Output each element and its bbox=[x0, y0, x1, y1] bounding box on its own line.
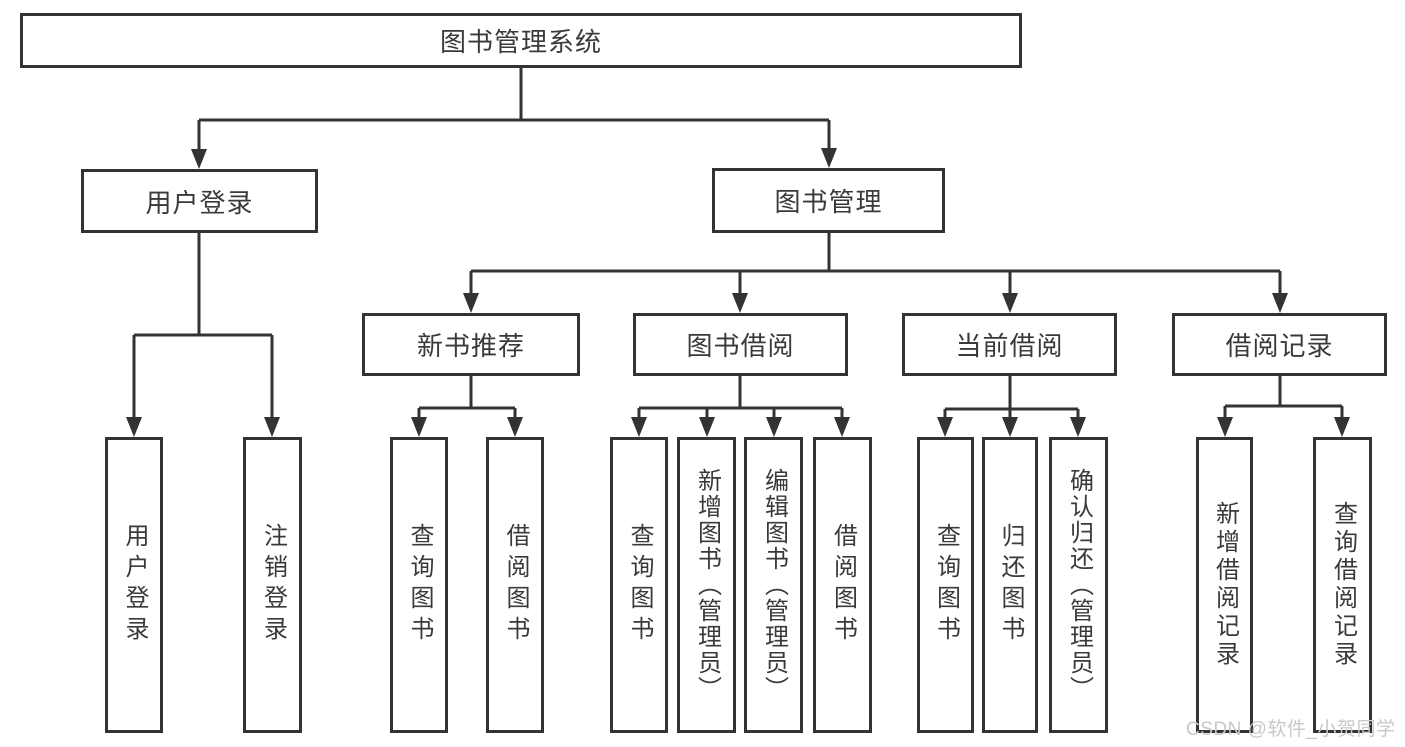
node-borrow-record-label: 借阅记录 bbox=[1225, 331, 1334, 361]
node-user-login-label: 用户登录 bbox=[145, 187, 254, 218]
leaf-query-borrow-record: 查询借阅记录 bbox=[1313, 437, 1372, 733]
node-user-login: 用户登录 bbox=[81, 169, 318, 233]
node-new-book-recommend-label: 新书推荐 bbox=[416, 331, 525, 361]
connector-new-book-to-leaves bbox=[411, 376, 523, 437]
leaf-borrow-query-book: 查询图书 bbox=[610, 437, 668, 733]
node-new-book-recommend: 新书推荐 bbox=[362, 313, 580, 376]
leaf-borrow-book-label: 借阅图书 bbox=[829, 523, 857, 647]
leaf-add-borrow-record-label: 新增借阅记录 bbox=[1211, 501, 1239, 669]
leaf-confirm-return-admin: 确认归还（管理员） bbox=[1049, 437, 1108, 733]
leaf-newbook-borrow: 借阅图书 bbox=[486, 437, 544, 733]
leaf-logout: 注销登录 bbox=[243, 437, 302, 733]
leaf-user-login-label: 用户登录 bbox=[121, 523, 148, 647]
connector-book-mgmt-to-level3 bbox=[463, 233, 1288, 313]
node-current-borrow-label: 当前借阅 bbox=[955, 331, 1064, 361]
node-book-management: 图书管理 bbox=[712, 168, 945, 233]
leaf-return-book-label: 归还图书 bbox=[997, 523, 1024, 647]
leaf-edit-book-admin: 编辑图书（管理员） bbox=[744, 437, 803, 733]
node-root-system: 图书管理系统 bbox=[20, 13, 1022, 68]
node-book-management-label: 图书管理 bbox=[774, 187, 883, 217]
leaf-edit-book-admin-label: 编辑图书（管理员） bbox=[760, 468, 788, 702]
leaf-add-book-admin-label: 新增图书（管理员） bbox=[693, 468, 721, 702]
leaf-return-book: 归还图书 bbox=[982, 437, 1038, 733]
csdn-watermark: CSDN @软件_小贺同学 bbox=[1186, 719, 1396, 740]
leaf-query-borrow-record-label: 查询借阅记录 bbox=[1329, 501, 1357, 669]
node-book-borrow-label: 图书借阅 bbox=[686, 331, 795, 361]
node-root-system-label: 图书管理系统 bbox=[439, 27, 602, 57]
node-current-borrow: 当前借阅 bbox=[902, 313, 1117, 376]
leaf-current-query-book: 查询图书 bbox=[917, 437, 974, 733]
leaf-add-borrow-record: 新增借阅记录 bbox=[1196, 437, 1253, 733]
connector-user-login-to-leaves bbox=[126, 233, 280, 437]
connector-book-borrow-to-leaves bbox=[631, 376, 850, 437]
leaf-borrow-query-book-label: 查询图书 bbox=[626, 523, 653, 647]
node-borrow-record: 借阅记录 bbox=[1172, 313, 1387, 376]
connector-borrow-record-to-leaves bbox=[1217, 376, 1350, 437]
leaf-current-query-book-label: 查询图书 bbox=[932, 523, 960, 647]
node-book-borrow: 图书借阅 bbox=[633, 313, 848, 376]
leaf-confirm-return-admin-label: 确认归还（管理员） bbox=[1065, 468, 1093, 702]
leaf-borrow-book: 借阅图书 bbox=[813, 437, 872, 733]
leaf-user-login: 用户登录 bbox=[105, 437, 163, 733]
leaf-newbook-borrow-label: 借阅图书 bbox=[502, 523, 529, 647]
leaf-newbook-query: 查询图书 bbox=[390, 437, 448, 733]
connector-current-borrow-to-leaves bbox=[937, 376, 1086, 437]
leaf-logout-label: 注销登录 bbox=[259, 523, 287, 647]
connector-root-to-level2 bbox=[191, 68, 837, 169]
leaf-add-book-admin: 新增图书（管理员） bbox=[677, 437, 736, 733]
leaf-newbook-query-label: 查询图书 bbox=[406, 523, 433, 647]
